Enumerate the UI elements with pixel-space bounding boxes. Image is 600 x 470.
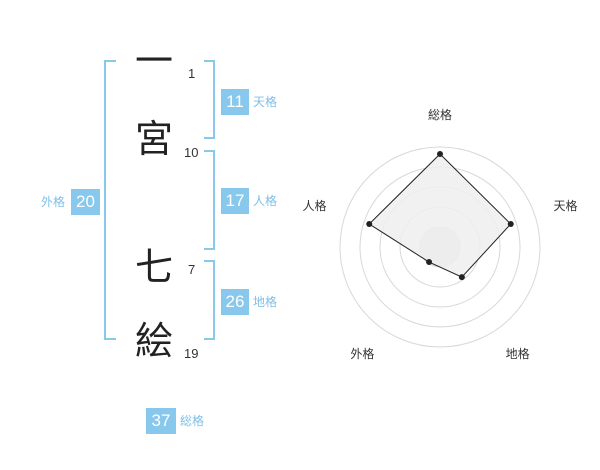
jinkaku-bracket xyxy=(204,150,215,250)
radar-axis-label-2: 天格 xyxy=(554,198,578,213)
name-char-1: 一 xyxy=(134,39,173,83)
radar-axis-label-3: 地格 xyxy=(506,346,530,361)
radar-point-5 xyxy=(366,221,373,228)
stroke-count-2: 10 xyxy=(184,145,199,160)
name-char-3: 七 xyxy=(134,245,173,289)
stroke-count-4: 19 xyxy=(184,346,199,361)
tenkaku-value: 11 xyxy=(221,89,249,115)
radar-axis-label-4: 外格 xyxy=(350,346,374,361)
chikaku-label: 地格 xyxy=(253,295,278,309)
stroke-count-1: 1 xyxy=(188,66,196,81)
radar-point-1 xyxy=(437,151,443,157)
radar-ring-5 xyxy=(339,146,541,348)
radar-axis-label-1: 総格 xyxy=(428,107,452,122)
chikaku-bracket xyxy=(204,260,215,340)
gaikaku-value: 20 xyxy=(71,189,100,215)
radar-point-3 xyxy=(458,274,465,281)
soukaku-label: 総格 xyxy=(180,414,205,428)
radar-points xyxy=(366,151,514,281)
name-char-4: 絵 xyxy=(134,319,173,363)
tenkaku-bracket xyxy=(204,60,215,139)
radar-area xyxy=(368,153,512,278)
tenkaku-label: 天格 xyxy=(253,95,278,109)
stroke-count-3: 7 xyxy=(188,262,196,277)
radar-point-2 xyxy=(507,221,514,228)
gaikaku-label: 外格 xyxy=(41,195,66,209)
radar-point-4 xyxy=(426,259,433,266)
jinkaku-value: 17 xyxy=(221,188,249,214)
jinkaku-label: 人格 xyxy=(253,194,278,208)
radar-axis-label-5: 人格 xyxy=(302,198,326,213)
name-char-2: 宮 xyxy=(134,117,173,161)
gaikaku-bracket xyxy=(104,60,116,340)
soukaku-value: 37 xyxy=(146,408,176,434)
chikaku-value: 26 xyxy=(221,289,249,315)
